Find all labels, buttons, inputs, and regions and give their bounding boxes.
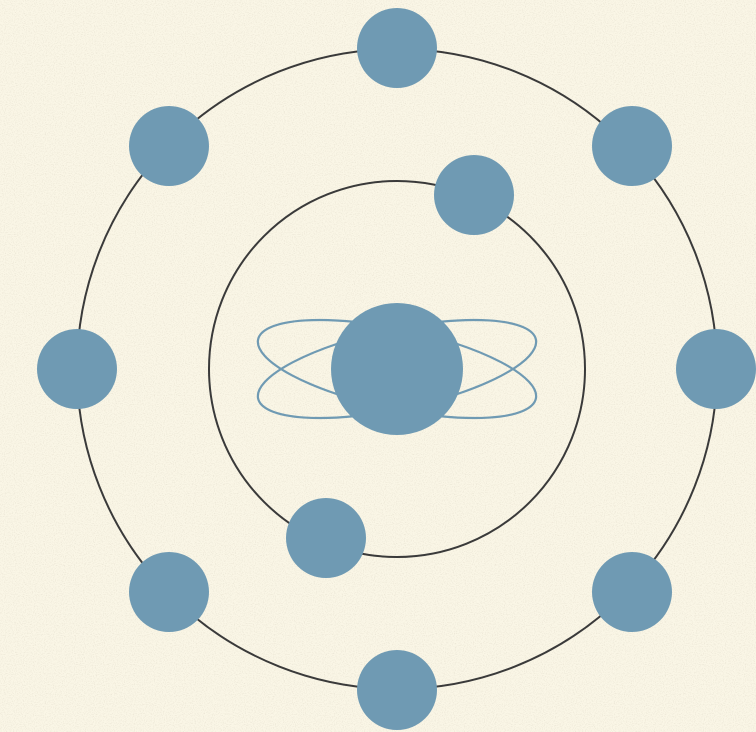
electron-outer-6 — [129, 552, 209, 632]
electron-outer-4 — [592, 552, 672, 632]
nucleus — [331, 303, 463, 435]
electron-inner-2 — [286, 498, 366, 578]
electron-outer-3 — [676, 329, 756, 409]
electron-outer-5 — [357, 650, 437, 730]
electron-outer-2 — [592, 106, 672, 186]
electron-inner-1 — [434, 155, 514, 235]
electron-outer-7 — [37, 329, 117, 409]
electron-outer-8 — [129, 106, 209, 186]
electron-outer-1 — [357, 8, 437, 88]
